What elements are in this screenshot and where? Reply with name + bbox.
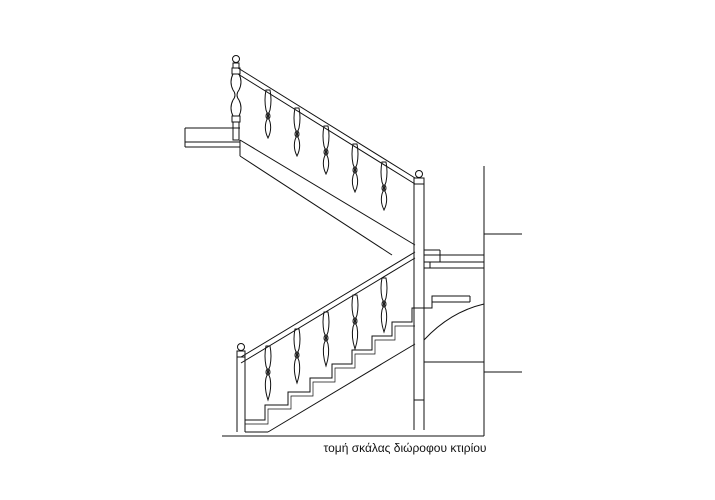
baluster xyxy=(264,345,272,402)
baluster xyxy=(380,277,388,334)
baluster xyxy=(322,125,330,176)
baluster xyxy=(351,294,359,351)
upper-floor-slab xyxy=(184,127,240,148)
lower-flight-stringer xyxy=(245,303,485,433)
lower-flight-balusters xyxy=(264,277,388,402)
baluster xyxy=(293,107,301,158)
upper-newel-post xyxy=(230,55,242,141)
baluster xyxy=(380,161,388,212)
lower-flight-steps xyxy=(245,295,471,425)
baluster xyxy=(293,328,301,385)
upper-flight-stringer xyxy=(239,139,416,256)
upper-flight-balusters xyxy=(264,89,388,212)
lower-newel-post xyxy=(236,343,246,432)
drawing-caption: τομή σκάλας διώροφου κτιρίου xyxy=(323,441,487,455)
landing xyxy=(424,249,484,269)
baluster xyxy=(322,311,330,368)
baluster xyxy=(351,143,359,194)
landing-newel-post xyxy=(413,170,425,430)
upper-flight-handrail xyxy=(237,67,416,185)
right-wall xyxy=(483,166,522,436)
baluster xyxy=(264,89,272,140)
